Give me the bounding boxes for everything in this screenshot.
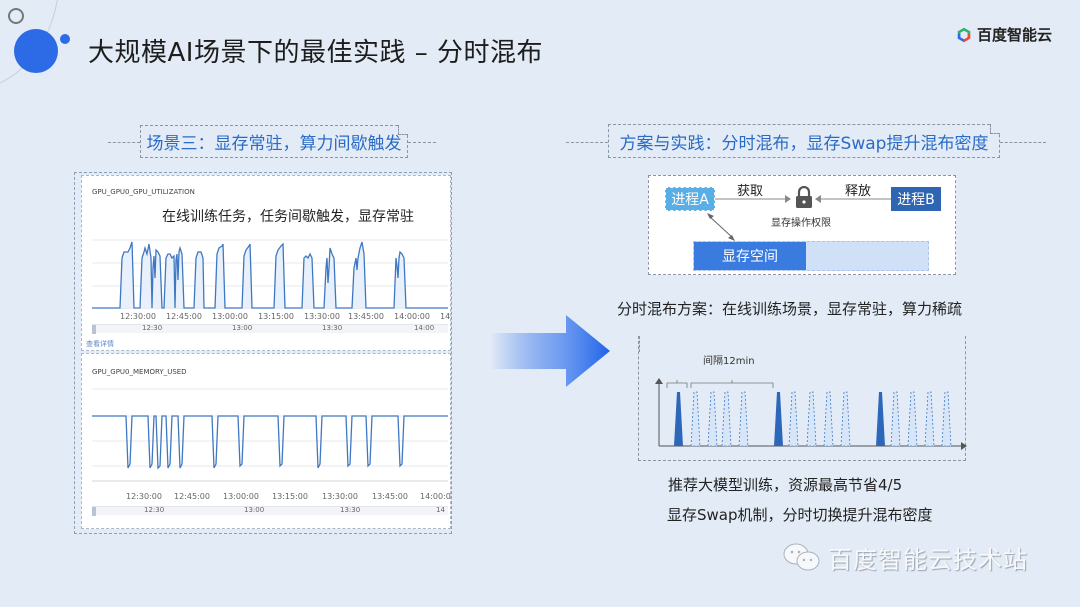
navigator-tick: 13:00	[244, 506, 265, 514]
release-label: 释放	[845, 184, 872, 199]
baidu-cloud-logo: 百度智能云	[955, 24, 1052, 45]
box-edge	[639, 336, 640, 352]
process-a-label: 进程A	[671, 192, 709, 208]
x-tick: 13:45:00	[348, 312, 384, 321]
x-tick: 12:45:00	[166, 312, 202, 321]
time-range-navigator[interactable]: 12:30 13:00 13:30 14	[92, 506, 448, 516]
view-details-link[interactable]: 查看详情	[86, 340, 114, 348]
x-tick: 13:45:00	[372, 492, 408, 501]
decorative-small-dot	[60, 34, 70, 44]
folded-corner	[398, 125, 408, 135]
x-tick: 13:30:00	[304, 312, 340, 321]
page-title: 大规模AI场景下的最佳实践 – 分时混布	[88, 38, 543, 68]
x-tick: 13:15:00	[272, 492, 308, 501]
time-range-navigator[interactable]: 12:30 13:00 13:30 14:00	[92, 324, 448, 334]
memory-space-used: 显存空间	[694, 242, 806, 270]
navigator-tick: 14	[436, 506, 445, 514]
diagram-arrows	[707, 195, 891, 241]
x-tick: 14:00:00	[394, 312, 430, 321]
wechat-icon	[783, 543, 820, 570]
heading-connector-left	[566, 142, 608, 143]
x-tick: 14	[440, 312, 451, 321]
navigator-tick: 12:30	[144, 506, 165, 514]
x-tick: 12:30:00	[126, 492, 162, 501]
watermark-text: 百度智能云技术站	[828, 546, 1028, 574]
x-tick: 13:15:00	[258, 312, 294, 321]
x-tick: 14:00:0	[420, 492, 451, 501]
benefit-line-1: 推荐大模型训练，资源最高节省4/5	[668, 476, 903, 494]
decorative-blue-dot	[14, 29, 58, 73]
process-a-box: 进程A	[665, 187, 715, 211]
right-arrow-icon	[490, 315, 610, 387]
scenario-heading-box: 场景三：显存常驻，算力间歇触发	[140, 125, 408, 158]
heading-connector-left	[108, 142, 140, 143]
x-tick: 13:30:00	[322, 492, 358, 501]
solution-heading: 方案与实践：分时混布，显存Swap提升混布密度	[619, 133, 989, 154]
process-b-box: 进程B	[891, 187, 941, 211]
x-tick: 12:30:00	[120, 312, 156, 321]
gpu-memory-chart: GPU_GPU0_MEMORY_USED 12:30:00 12:45:00 1…	[81, 353, 451, 529]
interval-label: 间隔12min	[703, 356, 755, 367]
time-slice-bars	[655, 378, 967, 450]
benefit-line-2: 显存Swap机制，分时切换提升混布密度	[667, 506, 933, 524]
utilization-line-plot	[92, 239, 448, 309]
solution-heading-box: 方案与实践：分时混布，显存Swap提升混布密度	[608, 124, 1000, 158]
watermark: 百度智能云技术站	[782, 540, 1028, 575]
navigator-handle[interactable]	[92, 507, 96, 516]
navigator-handle[interactable]	[92, 325, 96, 334]
navigator-tick: 13:00	[232, 324, 253, 332]
x-tick: 12:45:00	[174, 492, 210, 501]
scenario-heading: 场景三：显存常驻，算力间歇触发	[146, 134, 402, 154]
memory-line-plot	[92, 388, 448, 482]
navigator-tick: 12:30	[142, 324, 163, 332]
decorative-small-ring	[8, 8, 24, 24]
memory-space-bar: 显存空间	[693, 241, 929, 271]
baidu-cloud-logo-icon	[957, 27, 971, 42]
plan-description: 分时混布方案：在线训练场景，显存常驻，算力稀疏	[617, 300, 963, 318]
chart-annotation: 在线训练任务，任务间歇触发，显存常驻	[162, 209, 414, 225]
monitoring-charts-panel: GPU_GPU0_GPU_UTILIZATION 在线训练任务，任务间歇触发，显…	[74, 172, 452, 534]
logo-text: 百度智能云	[977, 26, 1053, 44]
lock-icon	[796, 186, 812, 208]
time-slice-chart: 间隔12min	[638, 336, 967, 461]
navigator-tick: 13:30	[340, 506, 361, 514]
x-tick: 13:00:00	[223, 492, 259, 501]
lock-label: 显存操作权限	[771, 218, 831, 229]
navigator-tick: 14:00	[414, 324, 435, 332]
process-b-label: 进程B	[897, 192, 935, 208]
memory-space-label: 显存空间	[722, 249, 778, 265]
navigator-tick: 13:30	[322, 324, 343, 332]
acquire-label: 获取	[737, 184, 764, 199]
gpu-utilization-chart: GPU_GPU0_GPU_UTILIZATION 在线训练任务，任务间歇触发，显…	[81, 175, 451, 351]
swap-mechanism-diagram: 进程A 进程B 获取 释放 显存操作权限 显存空间	[648, 175, 956, 275]
heading-connector-right	[1000, 142, 1046, 143]
x-tick: 13:00:00	[212, 312, 248, 321]
chart-metric-name: GPU_GPU0_GPU_UTILIZATION	[92, 188, 195, 196]
chart-metric-name: GPU_GPU0_MEMORY_USED	[92, 368, 187, 376]
folded-corner	[990, 124, 1000, 134]
heading-connector-right	[408, 142, 436, 143]
